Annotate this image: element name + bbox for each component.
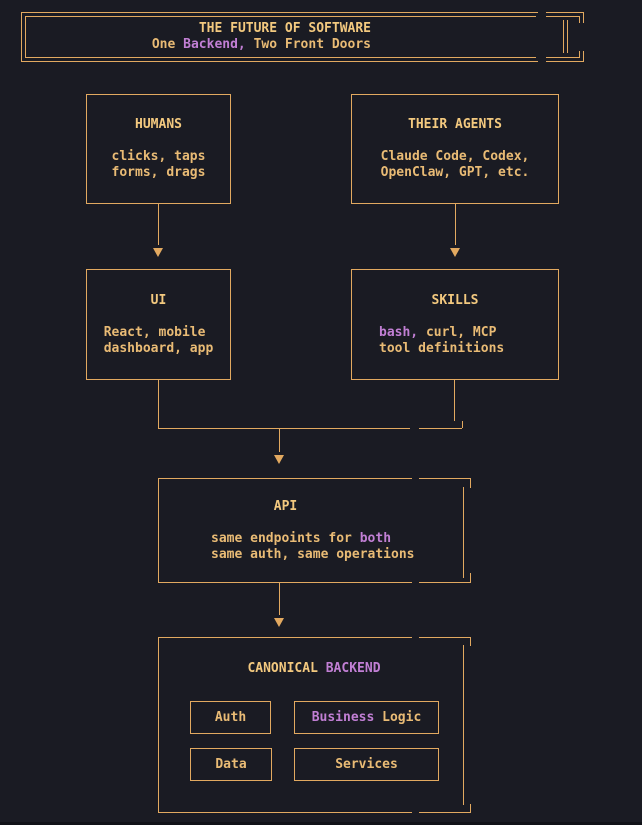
humans-box: HUMANS clicks, taps forms, drags — [86, 94, 231, 204]
header-bracket-bottom-outer — [546, 61, 584, 62]
connector-merge-api-stem — [279, 429, 280, 452]
header-bracket-corner-tr-inner — [579, 16, 580, 23]
skills-box: SKILLS bash, curl, MCP tool definitions — [351, 269, 559, 380]
agents-body: Claude Code, Codex, OpenClaw, GPT, etc. — [380, 149, 530, 180]
api-box: API same endpoints for both same auth, s… — [158, 478, 415, 583]
terminal-bottom-edge — [0, 822, 642, 825]
arrowhead-merge-api-icon — [274, 455, 284, 464]
connector-merge-corner — [462, 421, 463, 428]
header-border-left-inner — [25, 16, 26, 58]
header-bracket-bottom-inner — [546, 57, 580, 58]
backend-bracket-corner-br — [470, 804, 471, 813]
api-title: API — [273, 498, 298, 514]
agents-box: THEIR AGENTS Claude Code, Codex, OpenCla… — [351, 94, 559, 204]
header-border-left-outer — [21, 12, 22, 62]
agents-title: THEIR AGENTS — [408, 117, 502, 132]
backend-cell-auth: Auth — [190, 701, 271, 734]
connector-humans-ui-stem — [158, 204, 159, 245]
backend-cell-data: Data — [190, 748, 272, 781]
header-border-bottom-outer — [21, 61, 538, 62]
connector-skills-merge-stem — [454, 380, 455, 421]
ui-box: UI React, mobile dashboard, app — [86, 269, 231, 380]
ui-title: UI — [150, 292, 167, 308]
header-bracket-inner-v1 — [563, 20, 564, 53]
humans-title: HUMANS — [135, 117, 182, 132]
api-bracket-inner-v — [463, 487, 464, 578]
arrowhead-api-backend-icon — [274, 618, 284, 627]
connector-merge-horizontal-left — [158, 428, 410, 429]
backend-bracket-inner-v — [463, 645, 464, 805]
arrowhead-agents-skills-icon — [450, 248, 460, 257]
humans-body: clicks, taps forms, drags — [111, 149, 206, 180]
backend-bracket-corner-tr — [470, 637, 471, 646]
api-bracket-top — [419, 478, 471, 479]
header-bracket-corner-tr-outer — [583, 12, 584, 23]
header-border-bottom-inner — [25, 57, 536, 58]
backend-box — [158, 637, 412, 813]
connector-ui-merge-stem — [158, 380, 159, 428]
header-bracket-corner-br-inner — [579, 51, 580, 58]
api-bracket-corner-br — [470, 573, 471, 583]
api-body: same endpoints for both same auth, same … — [211, 530, 415, 562]
page-title: THE FUTURE OF SOFTWARE — [198, 21, 371, 36]
header-text: THE FUTURE OF SOFTWARE One Backend, Two … — [21, 12, 371, 62]
header-bracket-top-inner — [546, 16, 580, 17]
connector-merge-horizontal-right — [419, 428, 462, 429]
api-bracket-corner-tr — [470, 478, 471, 488]
backend-bracket-top — [419, 637, 471, 638]
header-bracket-corner-br-outer — [583, 51, 584, 62]
header-bracket-top-outer — [546, 12, 584, 13]
backend-title: CANONICAL BACKEND — [247, 661, 381, 676]
backend-cell-business-logic: Business Logic — [294, 701, 439, 734]
connector-agents-skills-stem — [455, 204, 456, 245]
backend-bracket-bottom — [419, 812, 471, 813]
header-border-top-outer — [21, 12, 538, 13]
arrowhead-humans-ui-icon — [153, 248, 163, 257]
skills-body: bash, curl, MCP tool definitions — [379, 324, 505, 356]
header-bracket-inner-v2 — [567, 20, 568, 53]
ui-body: React, mobile dashboard, app — [103, 324, 214, 356]
api-bracket-bottom — [419, 582, 471, 583]
skills-title: SKILLS — [431, 292, 479, 308]
connector-api-backend-stem — [279, 583, 280, 615]
page-subtitle: One Backend, Two Front Doors — [151, 37, 371, 52]
header-border-top-inner — [25, 16, 536, 17]
backend-cell-services: Services — [294, 748, 439, 781]
